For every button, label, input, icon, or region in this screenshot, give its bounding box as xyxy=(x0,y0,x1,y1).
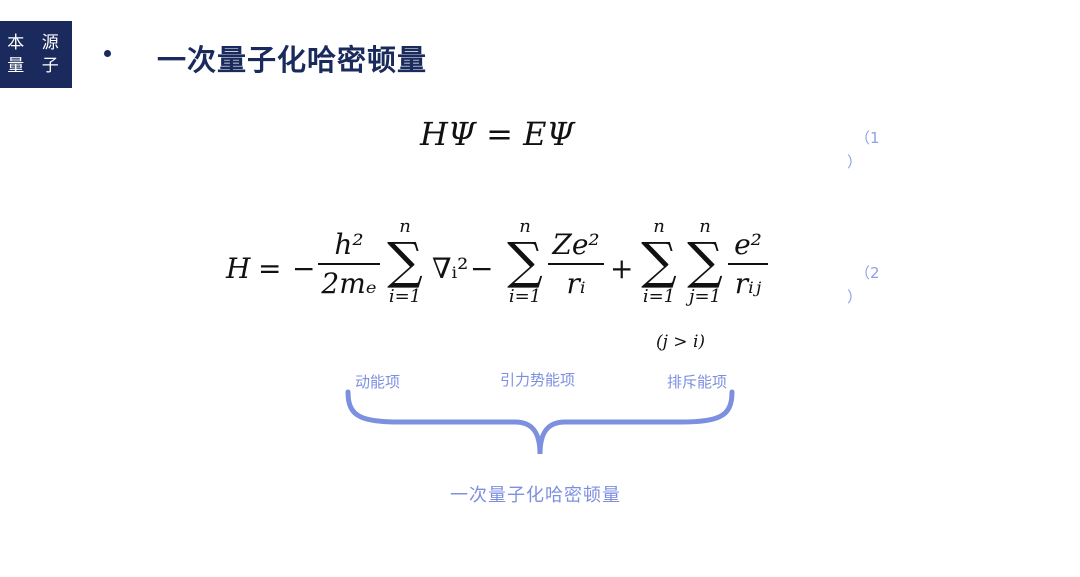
frac3-den: rᵢⱼ xyxy=(734,267,762,300)
sum3-top: n xyxy=(653,216,665,237)
eq2-num-open: （2 xyxy=(855,264,880,282)
frac1-den: 2mₑ xyxy=(321,267,377,300)
equation-2: H = − h² 2mₑ n ∑ i=1 ∇ᵢ² − n ∑ i=1 Ze² r… xyxy=(226,212,786,362)
equation-2-number: （2 ） xyxy=(847,261,880,309)
eq1-num-open: （1 xyxy=(855,129,880,147)
eq2-frac-2: Ze² rᵢ xyxy=(548,228,604,300)
eq2-nabla: ∇ᵢ² xyxy=(432,252,469,285)
eq2-minus-2: − xyxy=(470,252,494,285)
eq2-frac-3: e² rᵢⱼ xyxy=(728,228,768,300)
eq2-equals: = xyxy=(258,252,282,285)
eq2-sum-1: n ∑ i=1 xyxy=(382,216,428,307)
equation-1-number: （1 ） xyxy=(847,126,880,174)
eq2-condition: (j > i) xyxy=(656,332,706,352)
label-repulsion: 排斥能项 xyxy=(667,373,728,391)
eq2-sum-4: n ∑ j=1 xyxy=(682,216,728,307)
eq2-sum-2: n ∑ i=1 xyxy=(502,216,548,307)
eq2-num-close: ） xyxy=(847,288,863,306)
sum1-top: n xyxy=(399,216,411,237)
summary-label: 一次量子化哈密顿量 xyxy=(450,485,621,506)
eq2-minus-1: − xyxy=(292,252,316,285)
sum3-bot: i=1 xyxy=(642,286,676,307)
sum1-bot: i=1 xyxy=(388,286,422,307)
eq2-sum-3: n ∑ i=1 xyxy=(636,216,682,307)
sum2-top: n xyxy=(519,216,531,237)
frac1-num: h² xyxy=(334,228,364,261)
frac3-num: e² xyxy=(734,228,762,261)
logo-line-1: 本 源 xyxy=(7,32,65,53)
sum2-bot: i=1 xyxy=(508,286,542,307)
frac2-den: rᵢ xyxy=(566,267,586,300)
label-attraction: 引力势能项 xyxy=(500,371,576,389)
sum4-top: n xyxy=(699,216,711,237)
curly-brace-icon xyxy=(345,389,735,455)
sum4-bot: j=1 xyxy=(688,286,722,307)
bullet-icon xyxy=(104,50,111,57)
frac2-num: Ze² xyxy=(552,228,600,261)
logo: 本 源 量 子 xyxy=(0,21,72,88)
eq2-plus: + xyxy=(610,252,634,285)
equation-1: HΨ = EΨ xyxy=(420,115,575,153)
label-kinetic: 动能项 xyxy=(355,373,401,391)
page-title: 一次量子化哈密顿量 xyxy=(157,43,428,77)
logo-line-2: 量 子 xyxy=(7,55,65,76)
eq1-num-close: ） xyxy=(847,153,863,171)
eq2-lhs: H xyxy=(226,252,251,285)
eq2-frac-1: h² 2mₑ xyxy=(318,228,380,300)
